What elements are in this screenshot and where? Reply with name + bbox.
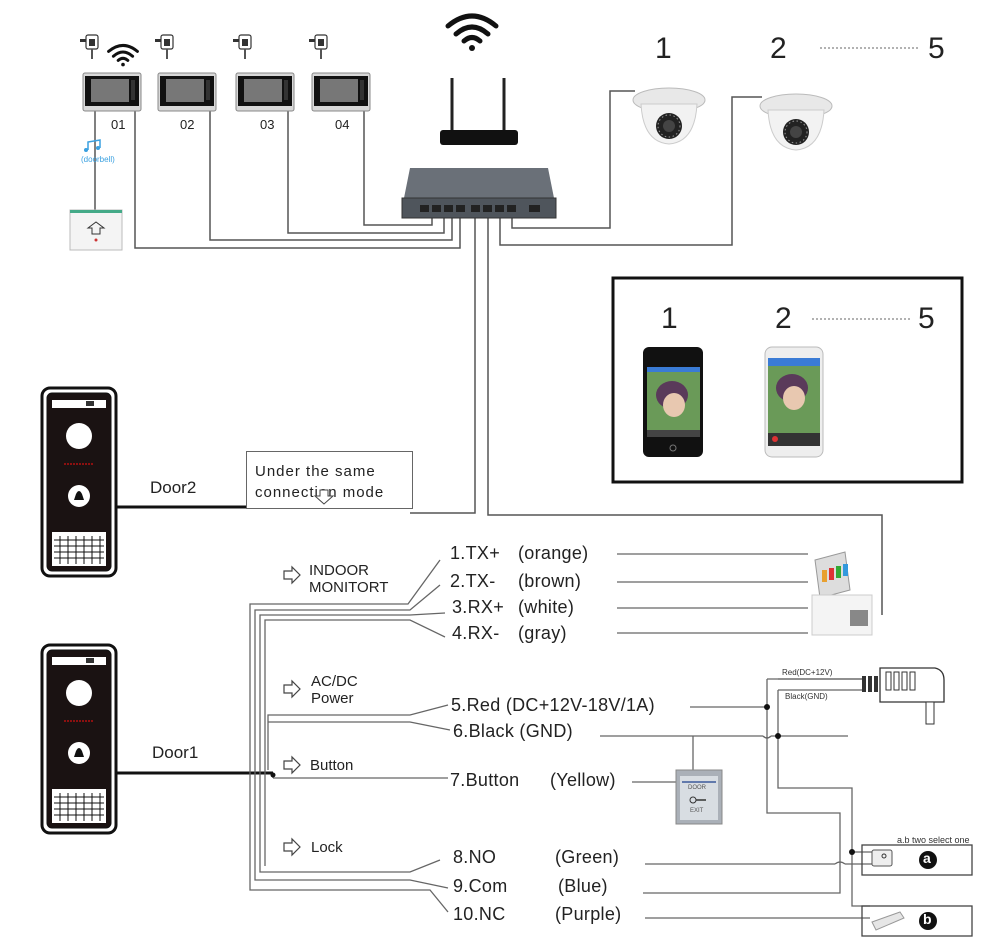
note-line-1: Under the same: [255, 463, 376, 480]
lock-options-note: a.b two select one: [897, 835, 970, 845]
monitor-label-03: 03: [260, 117, 275, 132]
camera-2: [759, 93, 833, 151]
camera-number-first: 1: [655, 32, 672, 65]
iphone: [643, 347, 703, 457]
phone-number-last: 5: [918, 302, 935, 335]
poe-switch: [401, 168, 557, 219]
down-arrow-icon: [313, 489, 335, 505]
monitor-03: [232, 34, 295, 112]
power-line-1: AC/DC: [311, 673, 358, 690]
wire-label: 3.RX+: [452, 597, 505, 617]
lock-option-b-box: [861, 905, 973, 937]
monitor-label-02: 02: [180, 117, 195, 132]
door1-label: Door1: [152, 743, 199, 762]
option-b-badge: [919, 912, 937, 930]
power-line-2: Power: [311, 690, 354, 707]
button-arrow-icon: [283, 756, 301, 774]
exit-button: [675, 769, 723, 825]
android-phone: [764, 346, 824, 458]
music-note-icon: [84, 139, 101, 152]
wire-label: 6.Black (GND): [453, 721, 573, 741]
adapter-red-label: Red(DC+12V): [782, 668, 833, 677]
wire-label: 5.Red (DC+12V-18V/1A): [451, 695, 655, 715]
monitor-wifi-icon: [107, 43, 139, 68]
camera-1: [632, 87, 706, 145]
wire-label: 2.TX-: [450, 571, 496, 591]
wire-label: 4.RX-: [452, 623, 500, 643]
wire-label: 7.Button: [450, 770, 520, 790]
electric-strike-icon: [871, 849, 893, 867]
power-adapter: [862, 667, 945, 725]
wire-color: (Purple): [555, 904, 622, 924]
exit-button-bottom-text: EXIT: [690, 808, 704, 814]
camera-number-second: 2: [770, 32, 787, 65]
connection-note: Under the same connection mode: [246, 451, 413, 509]
wire-label: 8.NO: [453, 847, 497, 867]
doorbell-chime: [69, 209, 123, 251]
wire-label: 9.Com: [453, 876, 508, 896]
wire-label: 10.NC: [453, 904, 506, 924]
monitor-04: [308, 34, 371, 112]
wire-color: (Blue): [558, 876, 608, 896]
wire-color: (gray): [518, 623, 567, 643]
power-arrow-icon: [283, 680, 301, 698]
wire-label: 1.TX+: [450, 543, 501, 563]
phone-number-second: 2: [775, 302, 792, 335]
rj45-keystone: [811, 551, 873, 636]
monitor-label-01: 01: [111, 117, 126, 132]
magnetic-bolt-icon: [871, 911, 905, 931]
network-cables: [94, 90, 883, 615]
indoor-arrow-icon: [283, 566, 301, 584]
router: [440, 16, 518, 145]
button-section-label: Button: [310, 757, 354, 774]
lock-arrow-icon: [283, 838, 301, 856]
monitor-02: [154, 34, 217, 112]
wire-color: (orange): [518, 543, 589, 563]
lock-section-label: Lock: [311, 839, 343, 856]
adapter-black-label: Black(GND): [785, 692, 828, 701]
doorbell-label: (doorbell): [81, 155, 115, 164]
door-station-2: [40, 386, 118, 578]
option-a-letter: a: [923, 850, 931, 866]
exit-button-top-text: DOOR: [688, 785, 706, 791]
phones-frame: [611, 276, 964, 484]
monitor-label-04: 04: [335, 117, 350, 132]
wire-color: (brown): [518, 571, 582, 591]
option-b-letter: b: [923, 911, 932, 927]
door-station-1: [40, 643, 118, 835]
phone-number-first: 1: [661, 302, 678, 335]
indoor-line-1: INDOOR: [309, 562, 369, 579]
note-line-2: connection mode: [255, 484, 385, 501]
wire-color: (white): [518, 597, 575, 617]
camera-number-last: 5: [928, 32, 945, 65]
indoor-line-2: MONITORT: [309, 579, 389, 596]
wire-color: (Green): [555, 847, 620, 867]
wire-color: (Yellow): [550, 770, 616, 790]
lock-option-a-box: [861, 844, 973, 876]
wire-harness: [249, 559, 451, 913]
door2-label: Door2: [150, 478, 197, 497]
option-a-badge: [919, 851, 937, 869]
